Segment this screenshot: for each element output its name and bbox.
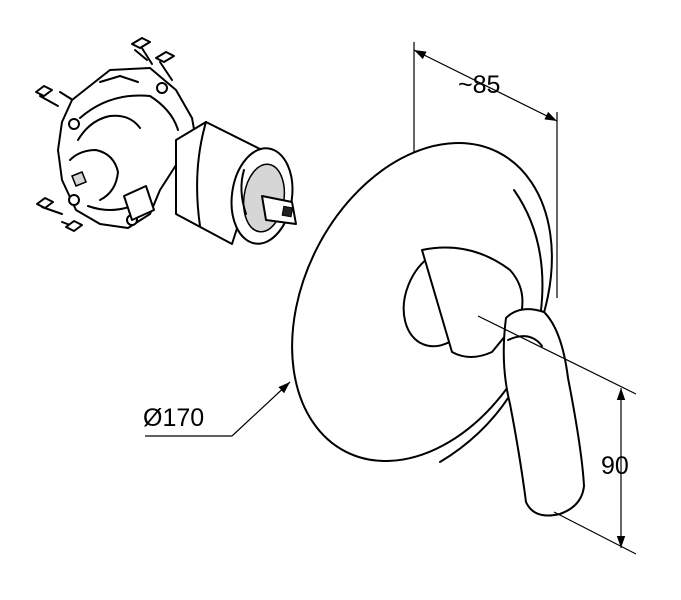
valve-body-illustration — [35, 37, 297, 245]
spindle — [261, 195, 297, 225]
depth-dimension-label: ~85 — [458, 71, 501, 99]
diameter-dimension-label: Ø170 — [143, 404, 205, 432]
dimension-depth — [413, 42, 558, 298]
dimension-height — [477, 315, 637, 555]
height-dimension-label: 90 — [601, 452, 629, 480]
lever-handle — [402, 246, 585, 517]
mounting-studs — [35, 37, 175, 232]
dimension-diameter — [145, 381, 291, 437]
